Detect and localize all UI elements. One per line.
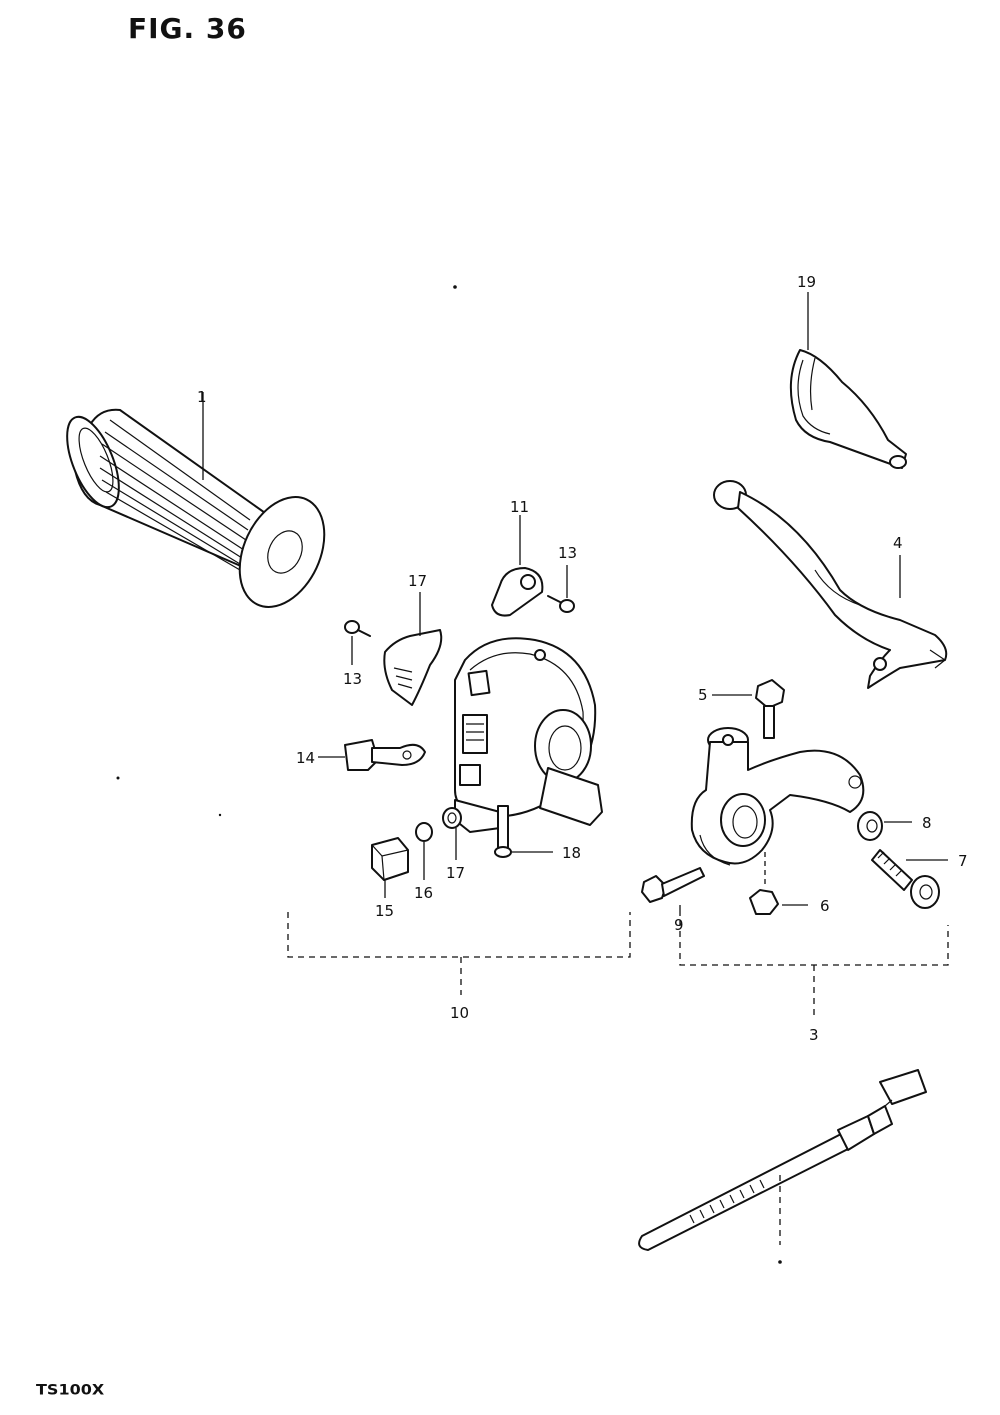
- part-15-cap: [371, 837, 409, 898]
- callout-17a: 17: [408, 572, 427, 590]
- figure-title: FIG. 36: [128, 12, 247, 45]
- callout-18: 18: [562, 844, 581, 862]
- model-label: TS100X: [36, 1380, 105, 1399]
- callout-17b: 17: [446, 864, 465, 882]
- part-3-lever-holder: [690, 727, 865, 866]
- speck: [453, 285, 457, 289]
- callout-8: 8: [922, 814, 932, 832]
- assembly-bracket-3: [679, 920, 949, 1020]
- part-8-washer: [857, 811, 912, 841]
- callout-15: 15: [375, 902, 394, 920]
- callout-13b: 13: [343, 670, 362, 688]
- part-17-spring: [442, 807, 462, 860]
- callout-5: 5: [698, 686, 708, 704]
- assembly-bracket-10: [287, 912, 631, 995]
- part-5-bolt: [712, 679, 785, 739]
- part-13-screw-b: [344, 620, 371, 665]
- callout-13a: 13: [558, 544, 577, 562]
- callout-19: 19: [797, 273, 816, 291]
- part-14-switch: [318, 739, 426, 771]
- part-16-spring: [415, 822, 433, 880]
- callout-10: 10: [450, 1004, 469, 1022]
- part-6-nut: [749, 852, 808, 915]
- callout-3: 3: [809, 1026, 819, 1044]
- part-7-adjuster: [871, 849, 948, 909]
- part-18-screw: [494, 805, 553, 858]
- part-11-knob: [491, 515, 544, 617]
- callout-7: 7: [958, 852, 968, 870]
- part-17-switch-lever: [383, 592, 443, 706]
- callout-14: 14: [296, 749, 315, 767]
- callout-11: 11: [510, 498, 529, 516]
- speck: [218, 813, 222, 817]
- part-19-lever-cover: [789, 292, 907, 469]
- callout-4: 4: [893, 534, 903, 552]
- callout-6: 6: [820, 897, 830, 915]
- speck: [778, 1260, 782, 1264]
- callout-16: 16: [414, 884, 433, 902]
- callout-9: 9: [674, 916, 684, 934]
- callout-1: 1: [197, 388, 207, 406]
- cable-tie: [638, 1069, 927, 1251]
- part-4-lever: [713, 480, 948, 689]
- part-1-grip: [66, 392, 326, 608]
- part-13-screw-a: [547, 565, 575, 613]
- speck: [116, 776, 120, 780]
- part-9-bolt: [641, 867, 705, 916]
- part-10-switch-housing: [454, 637, 603, 833]
